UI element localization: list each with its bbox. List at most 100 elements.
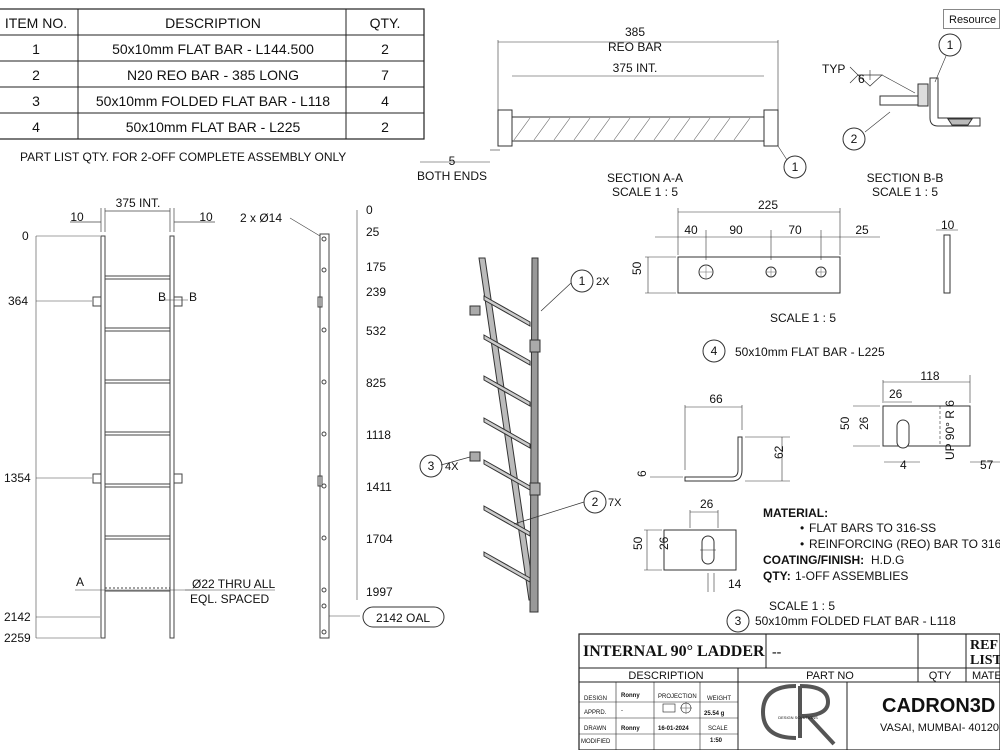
front-view (35, 208, 275, 639)
elevation-label: 364 (8, 294, 28, 308)
isometric-view (419, 257, 607, 613)
detail-title: 50x10mm FOLDED FLAT BAR - L118 (755, 614, 956, 628)
table-cell-item: 1 (32, 41, 40, 57)
title-block (578, 633, 1000, 750)
col-description: DESCRIPTION (628, 670, 703, 682)
detail-4-labels: 225 40 90 70 25 50 10 SCALE 1 : 5 4 50x1… (630, 198, 955, 359)
folded-leg: 62 (772, 445, 786, 459)
overall-length: 385 (625, 25, 645, 39)
balloon-label: 1 (792, 160, 799, 174)
isometric-labels: 1 2X 2 7X 3 4X (428, 274, 622, 509)
end-dim: 5 (449, 154, 456, 168)
drawing-title: INTERNAL 90° LADDER (583, 643, 765, 660)
side-view (289, 210, 360, 639)
design-value: Ronny (621, 693, 640, 699)
material-bullet: • (800, 537, 804, 551)
col-material: MATE (972, 670, 1000, 682)
design-label: DESIGN (584, 696, 607, 702)
balloon-2-qty: 7X (608, 497, 622, 509)
oal-badge (362, 606, 445, 628)
height-dim: 50 (630, 261, 644, 275)
table-cell-item: 4 (32, 119, 40, 135)
hole-spacing: 40 (684, 223, 698, 237)
balloon-1-label: 1 (579, 274, 586, 288)
thickness-dim: 10 (941, 218, 955, 232)
table-cell-desc: N20 REO BAR - 385 LONG (127, 67, 299, 83)
end-dim-label: BOTH ENDS (417, 169, 487, 183)
approved-value: - (621, 708, 623, 714)
overall-length: 225 (758, 198, 778, 212)
parts-list-note: PART LIST QTY. FOR 2-OFF COMPLETE ASSEMB… (20, 150, 346, 164)
drawn-date: 16-01-2024 (658, 726, 689, 732)
table-cell-qty: 4 (381, 93, 389, 109)
section-marker-b: B (189, 290, 197, 304)
detail-scale: SCALE 1 : 5 (769, 599, 835, 613)
side-dim: 239 (366, 285, 386, 299)
flat-slot-height: 26 (857, 416, 871, 430)
material-label: MATERIAL: (763, 506, 828, 520)
flat-length: 118 (920, 369, 939, 383)
elevation-label: 2142 (4, 610, 31, 624)
side-dim: 825 (366, 376, 386, 390)
detail-scale: SCALE 1 : 5 (770, 311, 836, 325)
detail-4-view (645, 208, 958, 363)
side-dim: 25 (366, 225, 380, 239)
weld-size: 6 (858, 72, 865, 86)
coating-value: H.D.G (871, 553, 904, 567)
section-scale: SCALE 1 : 5 (612, 185, 678, 199)
section-title: SECTION A-A (607, 171, 683, 185)
weight-value: 25.54 g (704, 711, 725, 717)
company-address: VASAI, MUMBAI- 401208 (880, 722, 1000, 734)
hole-callout: 2 x Ø14 (240, 211, 282, 225)
projection-label: PROJECTION (658, 694, 697, 700)
side-dim: 0 (366, 203, 373, 217)
folded-thickness: 6 (635, 470, 649, 477)
hole-spacing: 70 (788, 223, 802, 237)
detail-3-labels: 66 62 6 26 50 26 14 118 26 50 26 UP 90° … (631, 369, 994, 628)
folded-length: 66 (709, 392, 723, 406)
side-dim: 1997 (366, 585, 393, 599)
flat-offset: 57 (980, 458, 994, 472)
elevation-label: 2259 (4, 631, 31, 645)
detail-3-view (644, 375, 1000, 633)
side-dim: 1411 (366, 480, 392, 494)
section-marker-b: B (158, 290, 166, 304)
material-item: REINFORCING (REO) BAR TO 316 (809, 537, 1000, 551)
elevation-label: 1354 (4, 471, 31, 485)
ref-label: LIST (970, 653, 1000, 668)
side-view-labels: 2 x Ø14 0 25 175 239 532 825 1118 1411 1… (240, 203, 393, 599)
section-title: SECTION B-B (867, 171, 944, 185)
section-aa-view (420, 40, 807, 179)
hole-note-line-2: EQL. SPACED (190, 592, 269, 606)
detail-title: 50x10mm FLAT BAR - L225 (735, 345, 885, 359)
side-dimension-right: 10 (199, 210, 213, 224)
hole-spacing: 90 (729, 223, 743, 237)
oal-label: 2142 OAL (376, 611, 430, 625)
col-part-no: PART NO (806, 670, 854, 682)
part-label: REO BAR (608, 40, 662, 54)
table-header-description: DESCRIPTION (165, 15, 261, 31)
side-dimension-left: 10 (70, 210, 84, 224)
resource-button[interactable]: Resource (943, 9, 1000, 29)
side-dim: 175 (366, 260, 386, 274)
flat-offset: 4 (900, 458, 907, 472)
table-cell-desc: 50x10mm FLAT BAR - L225 (126, 119, 301, 135)
ref-label: REF (970, 638, 998, 653)
section-bb-view (842, 33, 981, 151)
approved-label: APPRD. (584, 710, 607, 716)
balloon-label: 4 (711, 344, 718, 358)
elevation-label: 0 (22, 229, 29, 243)
side-dim: 532 (366, 324, 386, 338)
table-cell-desc: 50x10mm FLAT BAR - L144.500 (112, 41, 314, 57)
material-notes: MATERIAL: • FLAT BARS TO 316-SS • REINFO… (763, 506, 1000, 583)
balloon-2-label: 2 (592, 495, 599, 509)
table-header-item: ITEM NO. (5, 15, 67, 31)
qty-value: 1-OFF ASSEMBLIES (795, 569, 908, 583)
table-header-qty: QTY. (370, 15, 401, 31)
flat-height: 50 (838, 416, 852, 430)
section-bb-labels: TYP 6 1 2 SECTION B-B SCALE 1 : 5 (822, 38, 954, 199)
drawn-value: Ronny (621, 726, 640, 732)
scale-value: 1:50 (710, 738, 723, 744)
material-bullet: • (800, 521, 804, 535)
